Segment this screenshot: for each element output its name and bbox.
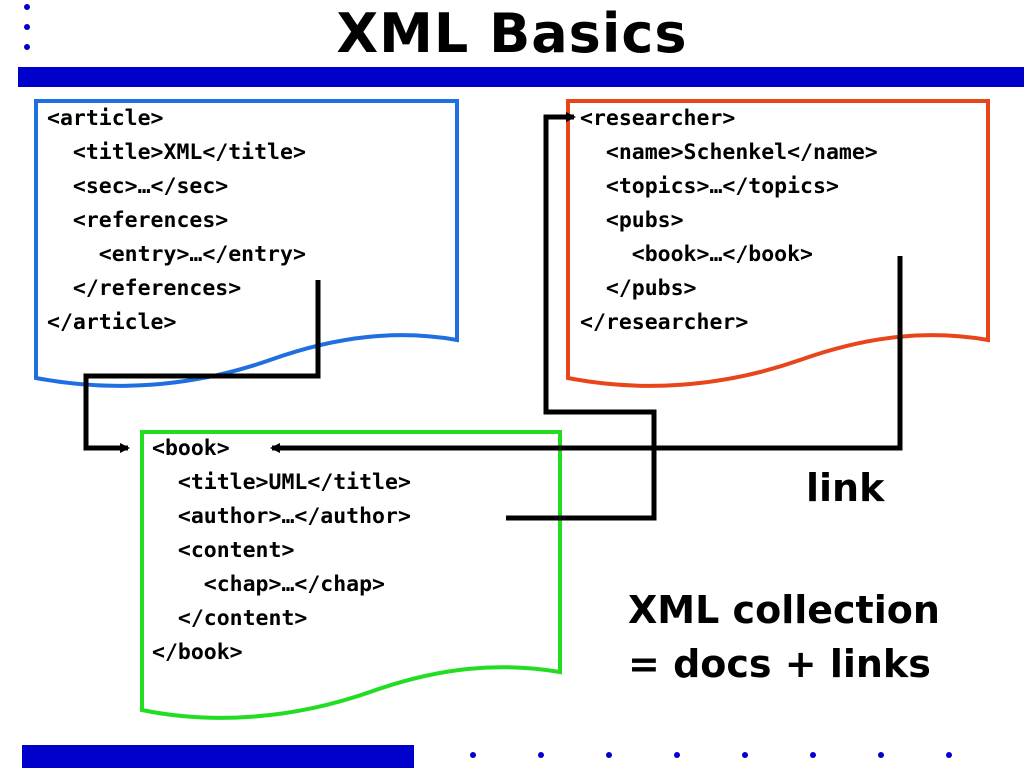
code-line: <chap>…</chap>	[152, 572, 385, 597]
code-line: <topics>…</topics>	[580, 174, 839, 199]
footer-bar	[22, 745, 414, 768]
code-line: <book>	[152, 436, 230, 461]
code-line: <name>Schenkel</name>	[580, 140, 878, 165]
researcher-document-shape	[566, 99, 990, 388]
collection-caption-line2: = docs + links	[628, 642, 931, 686]
footer-dot	[810, 752, 816, 758]
code-line: <book>…</book>	[580, 242, 813, 267]
researcher-document-code: <researcher> <name>Schenkel</name> <topi…	[580, 102, 878, 340]
footer-dot	[674, 752, 680, 758]
code-line: <content>	[152, 538, 295, 563]
code-line: </content>	[152, 606, 308, 631]
book-document-shape	[140, 430, 562, 720]
decor-dot	[24, 24, 30, 30]
footer-dot	[946, 752, 952, 758]
code-line: </article>	[47, 310, 177, 335]
decor-dot	[24, 4, 30, 10]
title-underline-bar	[18, 67, 1024, 87]
code-line: <pubs>	[580, 208, 684, 233]
code-line: <sec>…</sec>	[47, 174, 229, 199]
code-line: </pubs>	[580, 276, 697, 301]
footer-dot	[538, 752, 544, 758]
code-line: <title>UML</title>	[152, 470, 411, 495]
article-document-code: <article> <title>XML</title> <sec>…</sec…	[47, 102, 306, 340]
footer-dot	[742, 752, 748, 758]
collection-caption-line1: XML collection	[628, 588, 940, 632]
book-document-code: <book> <title>UML</title> <author>…</aut…	[152, 432, 411, 670]
decor-dot	[24, 44, 30, 50]
code-line: <article>	[47, 106, 164, 131]
code-line: </researcher>	[580, 310, 749, 335]
link-arrow-pubs-book-to-book	[270, 256, 903, 453]
slide-title: XML Basics	[336, 2, 688, 65]
code-line: <title>XML</title>	[47, 140, 306, 165]
link-arrow-references-to-book	[83, 280, 321, 453]
link-arrow-author-to-researcher	[506, 112, 657, 521]
code-line: <references>	[47, 208, 229, 233]
code-line: </book>	[152, 640, 243, 665]
footer-dot	[470, 752, 476, 758]
footer-dot	[878, 752, 884, 758]
code-line: <entry>…</entry>	[47, 242, 306, 267]
code-line: </references>	[47, 276, 242, 301]
code-line: <author>…</author>	[152, 504, 411, 529]
article-document-shape	[34, 99, 459, 388]
footer-dot	[606, 752, 612, 758]
code-line: <researcher>	[580, 106, 736, 131]
link-label: link	[806, 466, 885, 510]
